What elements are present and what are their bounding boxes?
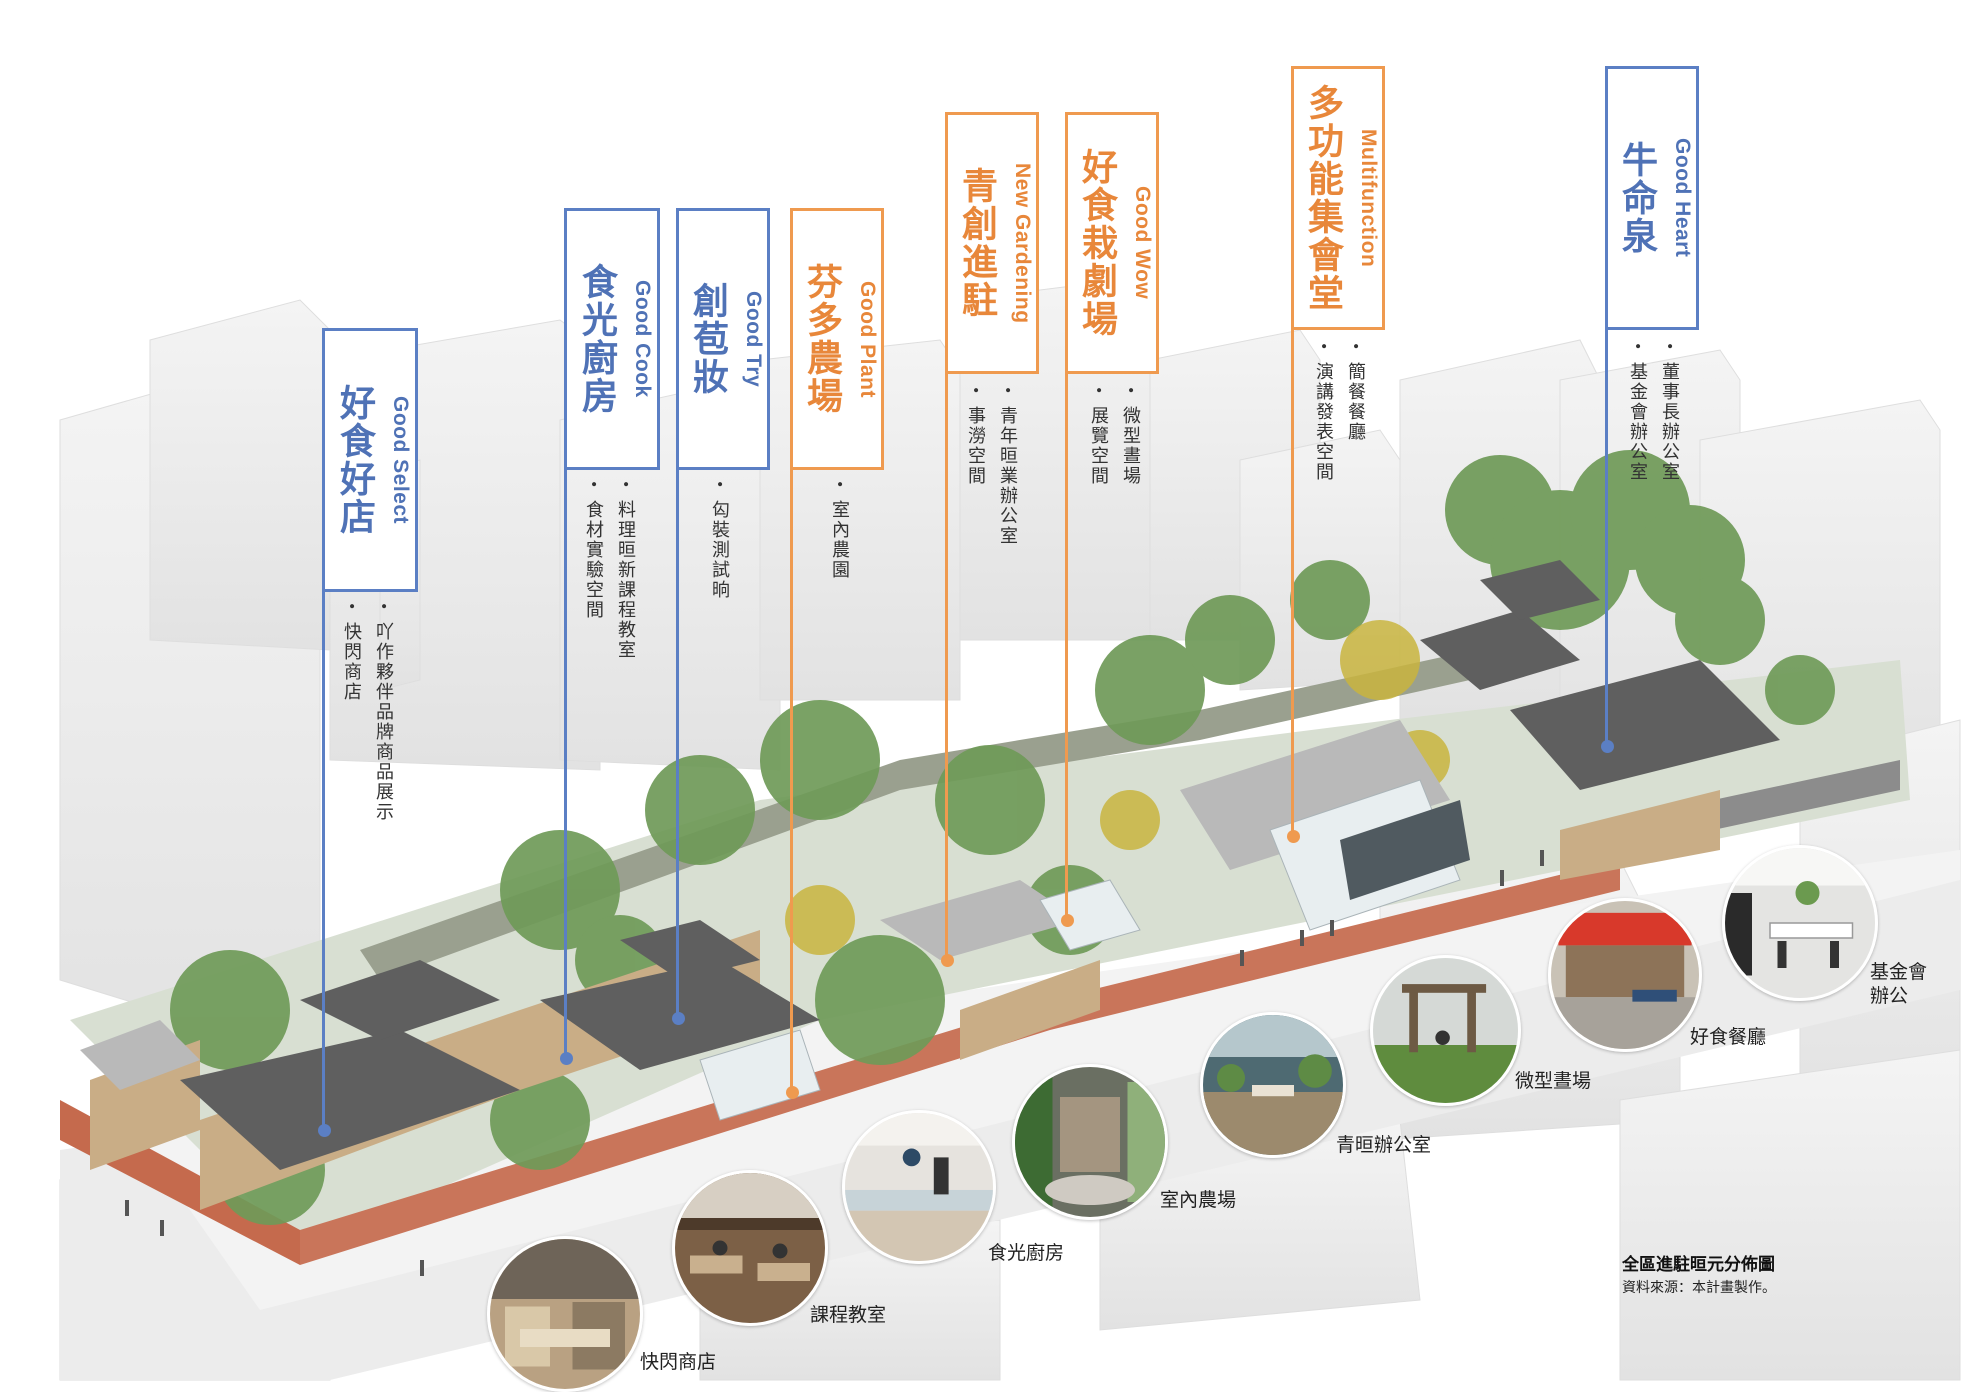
zone-function-item: 快閃商店 [338, 602, 364, 822]
zone-label-good-try: Good Try 創苞妝 [676, 208, 770, 470]
leader-line-good-try [676, 468, 679, 1018]
zone-label-good-wow: Good Wow 好食栽劇場 [1065, 112, 1159, 374]
photo-micro-theater [1370, 955, 1521, 1106]
photo-label: 微型晝場 [1515, 1070, 1592, 1092]
leader-line-good-heart [1605, 328, 1608, 746]
leader-line-multifunction [1291, 328, 1294, 836]
photo-foundation-office [1722, 845, 1878, 1001]
zone-functions-good-wow: 微型晝場 展覽空間 [1085, 386, 1143, 486]
zone-english-name: New Gardening [1011, 162, 1034, 324]
zone-english-name: Good Cook [631, 280, 654, 398]
zone-chinese-name: 青創進駐 [956, 167, 997, 319]
zone-chinese-name: 創苞妝 [687, 282, 728, 396]
photo-pop-up-store [487, 1236, 643, 1392]
zone-chinese-name: 牛命泉 [1616, 141, 1657, 255]
photo-label: 基金會辦公 [1870, 961, 1928, 1007]
caption-source: 資料來源：本計畫製作。 [1622, 1280, 1776, 1296]
zone-functions-good-plant: 室內農園 [826, 480, 852, 580]
zone-function-item: 料理晅新課程教室 [612, 480, 638, 660]
leader-line-good-plant [790, 468, 793, 1092]
photo-label: 快閃商店 [640, 1351, 717, 1373]
zone-marker-good-wow [1061, 914, 1074, 927]
zone-functions-good-cook: 料理晅新課程教室 食材實驗空間 [580, 480, 638, 660]
zone-function-item: 展覽空間 [1085, 386, 1111, 486]
photo-startup-office [1200, 1012, 1346, 1158]
zone-function-item: 董事長辦公室 [1656, 342, 1682, 482]
zone-english-name: Good Wow [1131, 186, 1154, 300]
zone-functions-good-try: 匃裝測試晌 [706, 480, 732, 600]
zone-marker-multifunction [1287, 830, 1300, 843]
figure-caption: 全區進駐晅元分佈圖 資料來源：本計畫製作。 [1622, 1250, 1776, 1297]
zone-function-item: 青年晅業辦公室 [994, 386, 1020, 546]
zone-english-name: Good Heart [1671, 138, 1694, 258]
photo-label: 青晅辦公室 [1336, 1134, 1432, 1156]
caption-title: 全區進駐晅元分佈圖 [1622, 1255, 1775, 1275]
zone-marker-good-try [672, 1012, 685, 1025]
zone-functions-new-gardening: 青年晅業辦公室 事澇空間 [962, 386, 1020, 546]
zone-label-new-gardening: New Gardening 青創進駐 [945, 112, 1039, 374]
zone-label-good-select: Good Select 好食好店 [322, 328, 418, 592]
zone-functions-multifunction: 簡餐餐廳 演講發表空間 [1310, 342, 1368, 482]
leader-line-good-select [322, 590, 325, 1130]
photo-kitchen [842, 1110, 996, 1264]
zone-english-name: Good Select [389, 395, 412, 525]
zone-label-multifunction: Multifunction 多功能集會堂 [1291, 66, 1385, 330]
zone-function-item: 食材實驗空間 [580, 480, 606, 660]
zone-marker-good-cook [560, 1052, 573, 1065]
zone-english-name: Multifunction [1357, 128, 1380, 268]
leader-line-new-gardening [945, 372, 948, 960]
zone-function-item: 基金會辦公室 [1624, 342, 1650, 482]
zone-function-item: 事澇空間 [962, 386, 988, 546]
zone-chinese-name: 多功能集會堂 [1302, 84, 1343, 312]
zone-chinese-name: 好食栽劇場 [1076, 148, 1117, 338]
photo-classroom [672, 1170, 828, 1326]
photo-indoor-farm [1012, 1064, 1168, 1220]
photo-restaurant [1548, 898, 1702, 1052]
zone-marker-new-gardening [941, 954, 954, 967]
zone-label-good-cook: Good Cook 食光廚房 [564, 208, 660, 470]
zone-chinese-name: 食光廚房 [576, 263, 617, 415]
zone-marker-good-heart [1601, 740, 1614, 753]
zone-label-good-heart: Good Heart 牛命泉 [1605, 66, 1699, 330]
photo-label: 課程教室 [810, 1304, 887, 1326]
zone-function-item: 簡餐餐廳 [1342, 342, 1368, 482]
photo-label: 好食餐廳 [1690, 1026, 1767, 1048]
zone-function-item: 微型晝場 [1117, 386, 1143, 486]
zone-chinese-name: 好食好店 [334, 384, 375, 536]
zone-marker-good-plant [786, 1086, 799, 1099]
photo-label: 室內農場 [1160, 1189, 1237, 1211]
zone-functions-good-heart: 董事長辦公室 基金會辦公室 [1624, 342, 1682, 482]
zone-chinese-name: 芬多農場 [801, 263, 842, 415]
leader-line-good-cook [564, 468, 567, 1058]
zone-function-item: 室內農園 [826, 480, 852, 580]
zone-function-item: 吖作夥伴品牌商品展示 [370, 602, 396, 822]
zone-functions-good-select: 吖作夥伴品牌商品展示 快閃商店 [338, 602, 396, 822]
photo-label: 食光廚房 [988, 1242, 1065, 1264]
zone-english-name: Good Plant [856, 280, 879, 398]
leader-line-good-wow [1065, 372, 1068, 920]
zone-english-name: Good Try [742, 290, 765, 388]
zone-function-item: 匃裝測試晌 [706, 480, 732, 600]
zone-marker-good-select [318, 1124, 331, 1137]
zone-function-item: 演講發表空間 [1310, 342, 1336, 482]
zone-label-good-plant: Good Plant 芬多農場 [790, 208, 884, 470]
